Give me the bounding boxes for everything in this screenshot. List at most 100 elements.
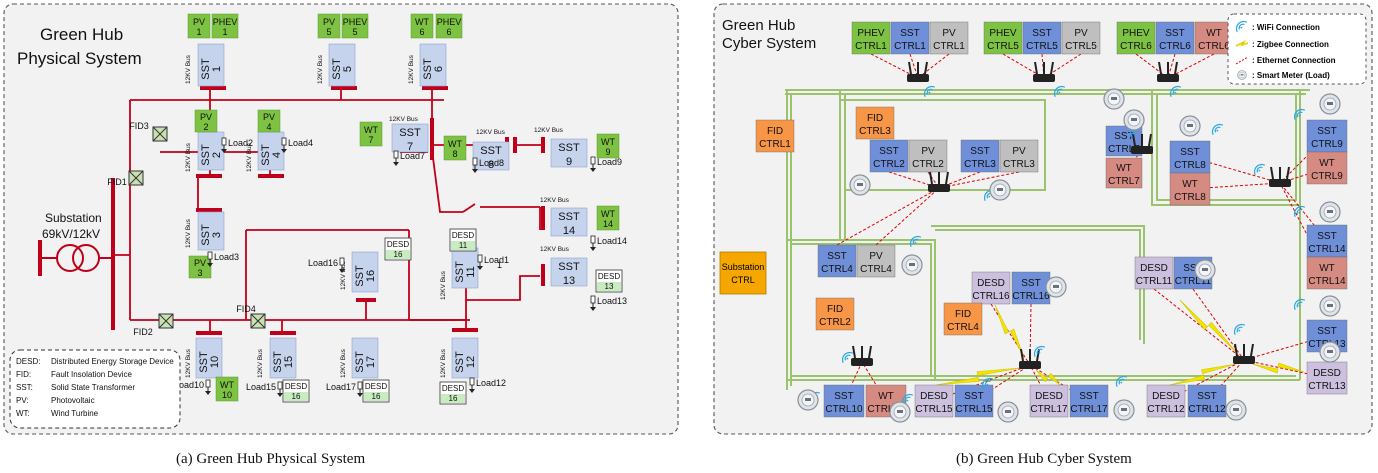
router-icon <box>906 61 930 83</box>
load-label: Load12 <box>476 378 506 388</box>
sst-label: SST <box>331 58 343 80</box>
desd-number: 16 <box>449 394 458 403</box>
bus-label: 12KV Bus <box>317 54 324 84</box>
bus-label: 12KV Bus <box>408 54 415 84</box>
sst-box <box>419 43 447 87</box>
sst-box <box>257 131 285 171</box>
smart-meter-icon <box>849 174 871 196</box>
sst-box <box>550 207 588 237</box>
sst-box <box>391 123 429 153</box>
ctrl-type: SST <box>1165 28 1184 39</box>
sst-number: 1 <box>211 66 223 72</box>
ethernet-link <box>1243 359 1328 379</box>
load-label: Load10 <box>174 380 204 390</box>
load-label: Load7 <box>400 151 425 161</box>
ctrl-id: CTRL8 <box>1174 160 1206 171</box>
desd-number: 16 <box>394 250 403 259</box>
ethernet-link <box>1206 359 1245 402</box>
source-type: WT <box>601 209 615 219</box>
ctrl-id: CTRL9 <box>1311 139 1343 150</box>
ctrl-type: SST <box>1032 28 1051 39</box>
ctrl-type: SST <box>900 28 919 39</box>
sst-number: 6 <box>433 66 445 72</box>
ethernet-link <box>836 187 940 246</box>
smart-meter-icon <box>901 254 923 276</box>
load-label: Load8 <box>479 158 504 168</box>
legend-zigbee: : Zigbee Connection <box>1252 40 1329 49</box>
sst-number: 12 <box>465 356 477 368</box>
ctrl-type: SST <box>1317 231 1336 242</box>
desd-label: DESD <box>598 272 620 281</box>
ctrl-id: CTRL7 <box>1108 176 1140 187</box>
ctrl-type: PV <box>1012 146 1026 157</box>
sst-number: 11 <box>465 266 477 277</box>
load-load1: Load1 <box>476 254 509 271</box>
bus-label: 12KV Bus <box>534 127 564 134</box>
source-type: WT <box>220 380 234 390</box>
ctrl-id: CTRL14 <box>1308 276 1346 287</box>
fid-fid4 <box>250 313 266 329</box>
router-icon <box>850 345 874 367</box>
ethernet-legend-icon <box>1235 56 1249 65</box>
legend-key: FID: <box>16 370 31 379</box>
smart-meter-icon <box>1194 259 1216 281</box>
sst-box <box>197 43 225 87</box>
source-type: PHEV <box>213 17 238 27</box>
load-load12: Load12 <box>468 377 506 394</box>
source-number: 9 <box>605 147 610 157</box>
ctrl-type: WT <box>1182 179 1198 190</box>
ctrl-id: CTRL5 <box>1026 41 1058 52</box>
source-number: 1 <box>196 27 201 37</box>
sst-box <box>351 251 379 293</box>
source-number: 2 <box>203 122 208 132</box>
router-icon <box>1156 61 1180 83</box>
power-line <box>431 149 463 213</box>
ctrl-type: PV <box>1074 28 1088 39</box>
bus-label: 12KV Bus <box>185 348 192 378</box>
ethernet-link <box>870 53 919 79</box>
ctrl-id: CTRL2 <box>873 159 905 170</box>
source-wt-9: WT9 <box>596 133 620 159</box>
ctrl-id: CTRL15 <box>955 404 993 415</box>
fid-fid1 <box>128 170 144 186</box>
desd-number: 16 <box>292 392 301 401</box>
ctrl-type: PV <box>869 251 883 262</box>
ctrl-type: DESD <box>1140 263 1168 274</box>
sst-label: SST <box>200 144 212 166</box>
ctrl-id: CTRL6 <box>1120 41 1152 52</box>
ctrl-type: WT <box>1319 263 1335 274</box>
smart-meter-icon <box>1123 109 1145 131</box>
bus-label: 12KV Bus <box>440 348 447 378</box>
desd-number: 11 <box>459 241 468 250</box>
sst-box <box>269 337 297 379</box>
fid-label: FID1 <box>107 177 127 187</box>
sst-label: SST <box>260 144 272 166</box>
tie-switch <box>462 203 476 213</box>
sst-number: 13 <box>563 275 575 287</box>
load-load13: Load13 <box>589 295 627 312</box>
source-type: PHEV <box>343 17 368 27</box>
ctrl-type: WT <box>1116 163 1132 174</box>
load-load16: Load16 <box>308 257 346 274</box>
ctrl-id: CTRL1 <box>855 41 887 52</box>
physical-title-line2: Physical System <box>17 49 142 68</box>
